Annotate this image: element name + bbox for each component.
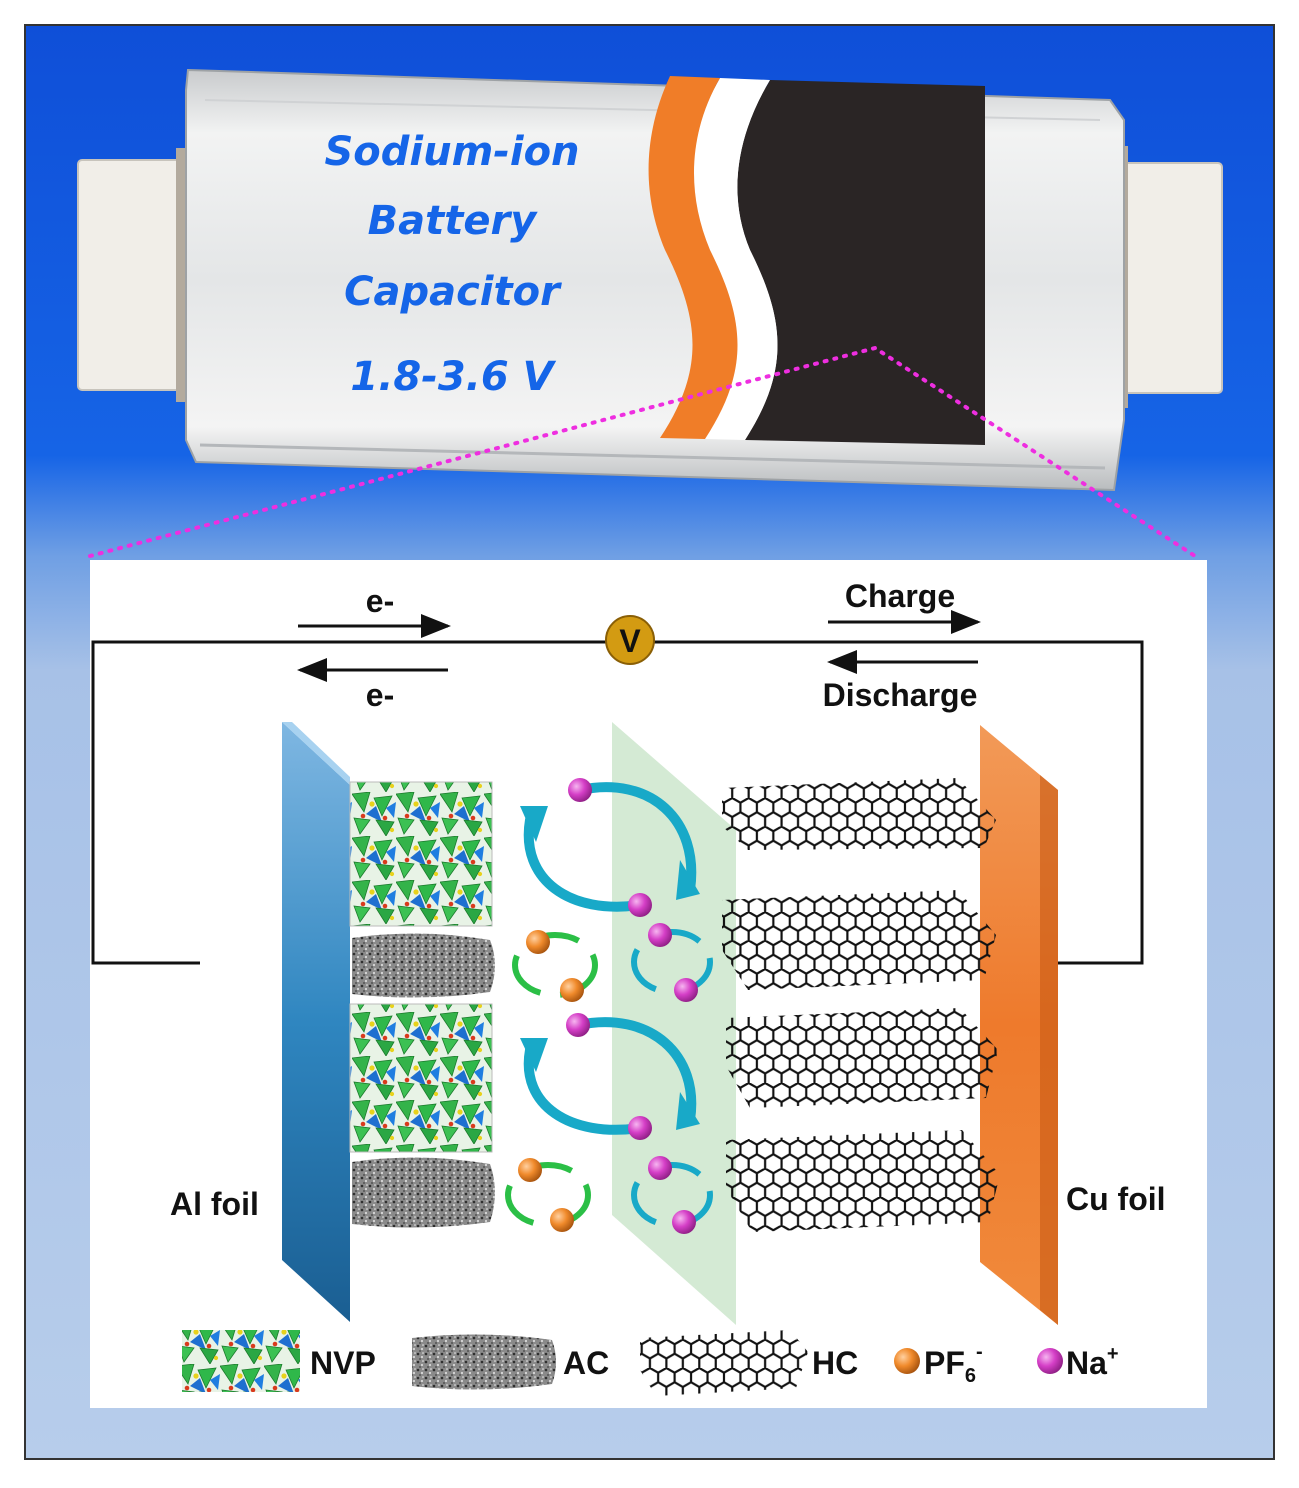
electron-label-top: e- <box>366 583 394 619</box>
external-circuit-wire-right <box>650 640 1144 965</box>
discharge-label: Discharge <box>823 677 978 713</box>
battery-title-line-4: 1.8-3.6 V <box>350 354 556 400</box>
nvp-block <box>349 1003 493 1153</box>
hc-layer <box>722 778 996 850</box>
legend-hc-swatch <box>640 1330 808 1396</box>
legend: NVP AC HC PF6- Na+ <box>182 1330 1119 1396</box>
legend-ac-label: AC <box>563 1345 609 1381</box>
al-foil-label: Al foil <box>170 1186 259 1222</box>
na-ion <box>628 893 652 917</box>
left-tab <box>77 159 191 391</box>
legend-na-label: Na+ <box>1066 1343 1119 1381</box>
legend-pf6-swatch <box>894 1348 920 1374</box>
zoom-dotted-line <box>88 345 1197 558</box>
charge-label: Charge <box>845 578 955 614</box>
nvp-block <box>349 781 493 927</box>
pf6-ion <box>518 1158 542 1182</box>
na-ion <box>568 778 592 802</box>
al-foil <box>282 722 350 1322</box>
na-ion <box>628 1116 652 1140</box>
hc-layer <box>726 1008 998 1108</box>
na-ion-cycle-small <box>631 923 713 1002</box>
pf6-ion <box>560 978 584 1002</box>
na-ion <box>648 923 672 947</box>
white-separator-stripe <box>693 78 778 440</box>
na-ion <box>674 978 698 1002</box>
orange-electrode-stripe <box>648 76 738 439</box>
pf6-ion-cycle <box>505 1158 591 1232</box>
pf6-ion <box>550 1208 574 1232</box>
right-tab <box>1111 162 1223 394</box>
pf6-ion-cycle <box>512 930 598 1002</box>
pf6-ion <box>526 930 550 954</box>
legend-nvp-label: NVP <box>310 1345 376 1381</box>
ac-block <box>352 933 495 998</box>
legend-pf6-label: PF6- <box>924 1341 983 1387</box>
pouch-cell: Sodium-ion Battery Capacitor 1.8-3.6 V <box>77 68 1223 492</box>
ac-block <box>352 1157 495 1228</box>
na-ion-cycle-small <box>631 1156 713 1234</box>
svg-text:V: V <box>619 623 641 659</box>
legend-hc-label: HC <box>812 1345 858 1381</box>
battery-title-line-1: Sodium-ion <box>324 129 579 175</box>
battery-title-line-2: Battery <box>368 198 539 244</box>
na-ion <box>566 1013 590 1037</box>
hc-layer <box>726 1130 1000 1232</box>
cu-foil-label: Cu foil <box>1066 1181 1166 1217</box>
legend-ac-swatch <box>412 1334 556 1390</box>
na-ion-cycle <box>520 778 700 917</box>
na-ion <box>672 1210 696 1234</box>
legend-nvp-swatch <box>182 1330 300 1392</box>
voltmeter: V <box>605 615 655 665</box>
battery-title-line-3: Capacitor <box>344 269 562 315</box>
na-ion-cycle <box>520 1013 700 1140</box>
separator <box>612 722 736 1325</box>
black-electrode-stripe <box>737 80 985 445</box>
electron-label-bottom: e- <box>366 677 394 713</box>
na-ion <box>648 1156 672 1180</box>
hc-layer <box>722 890 996 990</box>
external-circuit-wire <box>91 640 610 965</box>
legend-na-swatch <box>1037 1348 1063 1374</box>
